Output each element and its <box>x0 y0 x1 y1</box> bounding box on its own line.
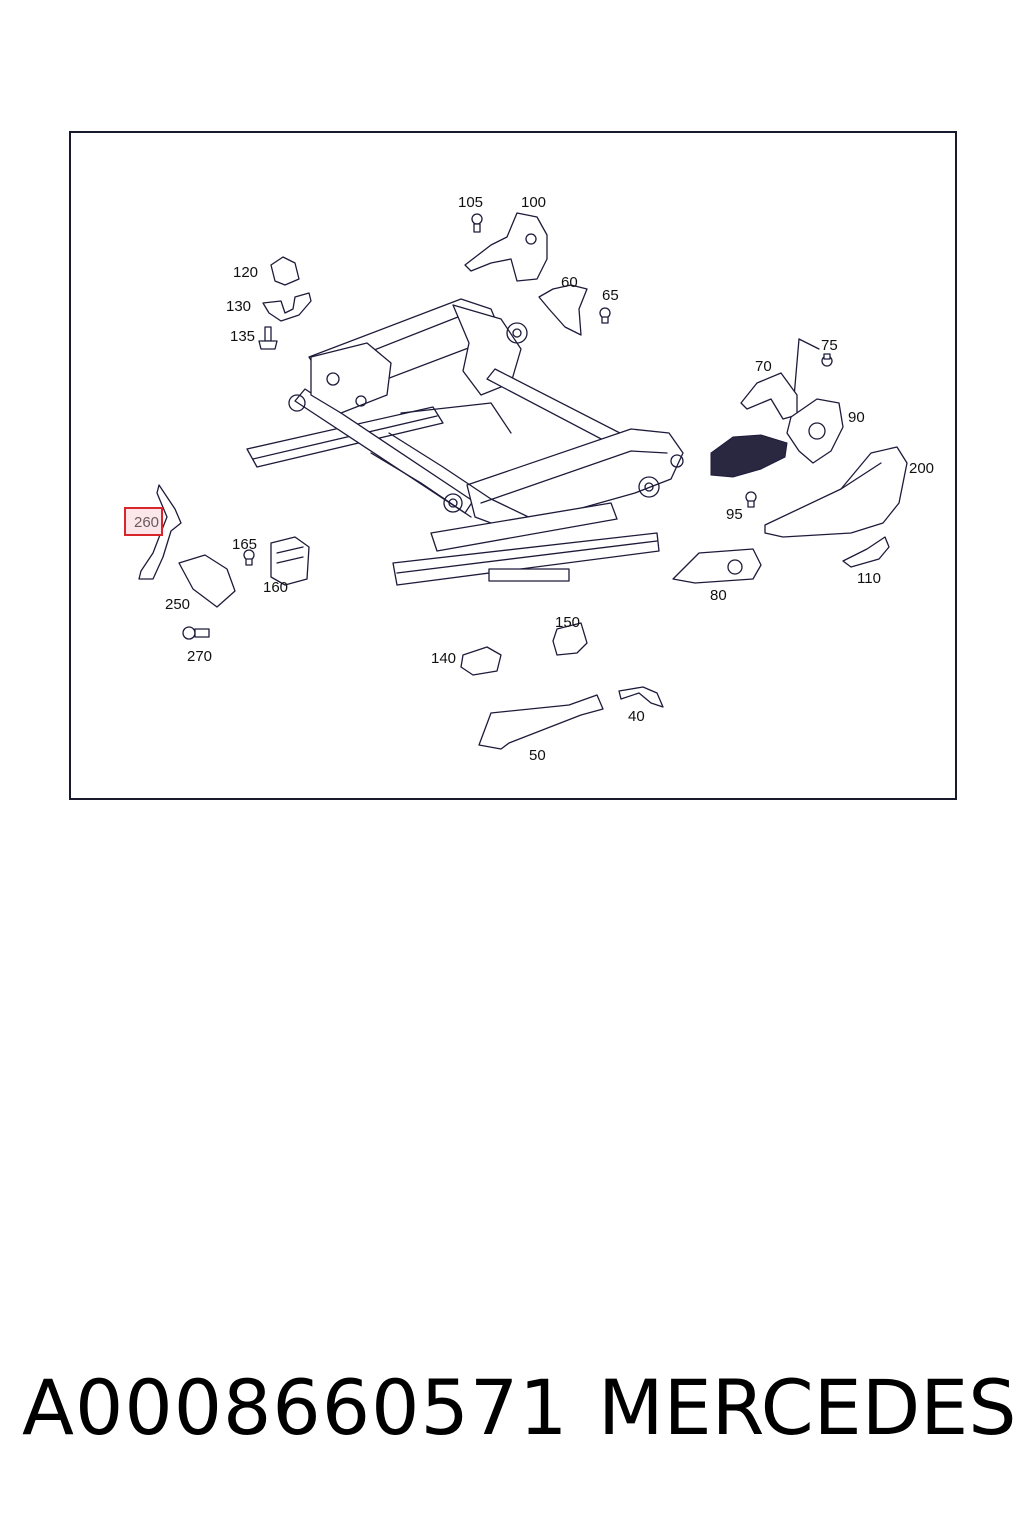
lever-260-part <box>138 484 182 580</box>
label-60: 60 <box>561 274 578 291</box>
recliner-mechanism-part <box>710 434 788 478</box>
bolt-135-part <box>258 326 278 350</box>
label-95: 95 <box>726 506 743 523</box>
cover-60-part <box>538 284 588 336</box>
label-50: 50 <box>529 747 546 764</box>
label-80: 80 <box>710 587 727 604</box>
label-100: 100 <box>521 194 547 211</box>
label-160: 160 <box>263 579 289 596</box>
seat-frame-exploded-view <box>138 212 908 750</box>
screw-65-part <box>599 307 611 324</box>
label-260-highlighted[interactable]: 260 <box>124 507 164 536</box>
screw-95-part <box>745 491 757 508</box>
label-135: 135 <box>230 328 256 345</box>
label-110: 110 <box>857 570 881 587</box>
clip-120-part <box>270 256 300 286</box>
cover-110-part <box>842 536 890 568</box>
trim-plate-80-part <box>672 548 762 584</box>
label-70: 70 <box>755 358 772 375</box>
label-270: 270 <box>187 648 213 665</box>
front-seat-rail <box>392 532 660 586</box>
front-upper-frame <box>466 428 684 530</box>
side-trim-200-part <box>764 446 908 538</box>
parts-diagram-frame: 105 100 120 130 135 60 65 75 70 90 200 9… <box>69 131 957 800</box>
side-panel-50-part <box>478 694 604 750</box>
hinge-bracket-100-part <box>464 212 548 282</box>
seat-frame-drawing <box>246 298 684 586</box>
label-165: 165 <box>232 536 258 553</box>
label-150: 150 <box>555 614 581 631</box>
bracket-130-part <box>262 292 312 322</box>
label-75: 75 <box>821 337 838 354</box>
cover-40-part <box>618 686 664 708</box>
label-140: 140 <box>431 650 457 667</box>
recliner-cover-90-part <box>786 398 844 464</box>
brand-name: MERCEDES <box>598 1363 1017 1452</box>
label-130: 130 <box>226 298 252 315</box>
label-65: 65 <box>602 287 619 304</box>
label-90: 90 <box>848 409 865 426</box>
label-120: 120 <box>233 264 259 281</box>
label-105: 105 <box>458 194 484 211</box>
cover-250-part <box>178 554 236 608</box>
bolt-105-part <box>471 213 483 233</box>
bracket-70-part <box>740 372 798 420</box>
switch-housing-160-part <box>270 536 310 586</box>
screw-270-part <box>182 626 210 640</box>
label-40: 40 <box>628 708 645 725</box>
screw-165-part <box>243 549 255 566</box>
part-number: A0008660571 <box>22 1363 569 1452</box>
clip-140-part <box>460 646 502 676</box>
label-250: 250 <box>165 596 191 613</box>
clip-150-part <box>552 622 588 656</box>
label-200: 200 <box>909 460 935 477</box>
